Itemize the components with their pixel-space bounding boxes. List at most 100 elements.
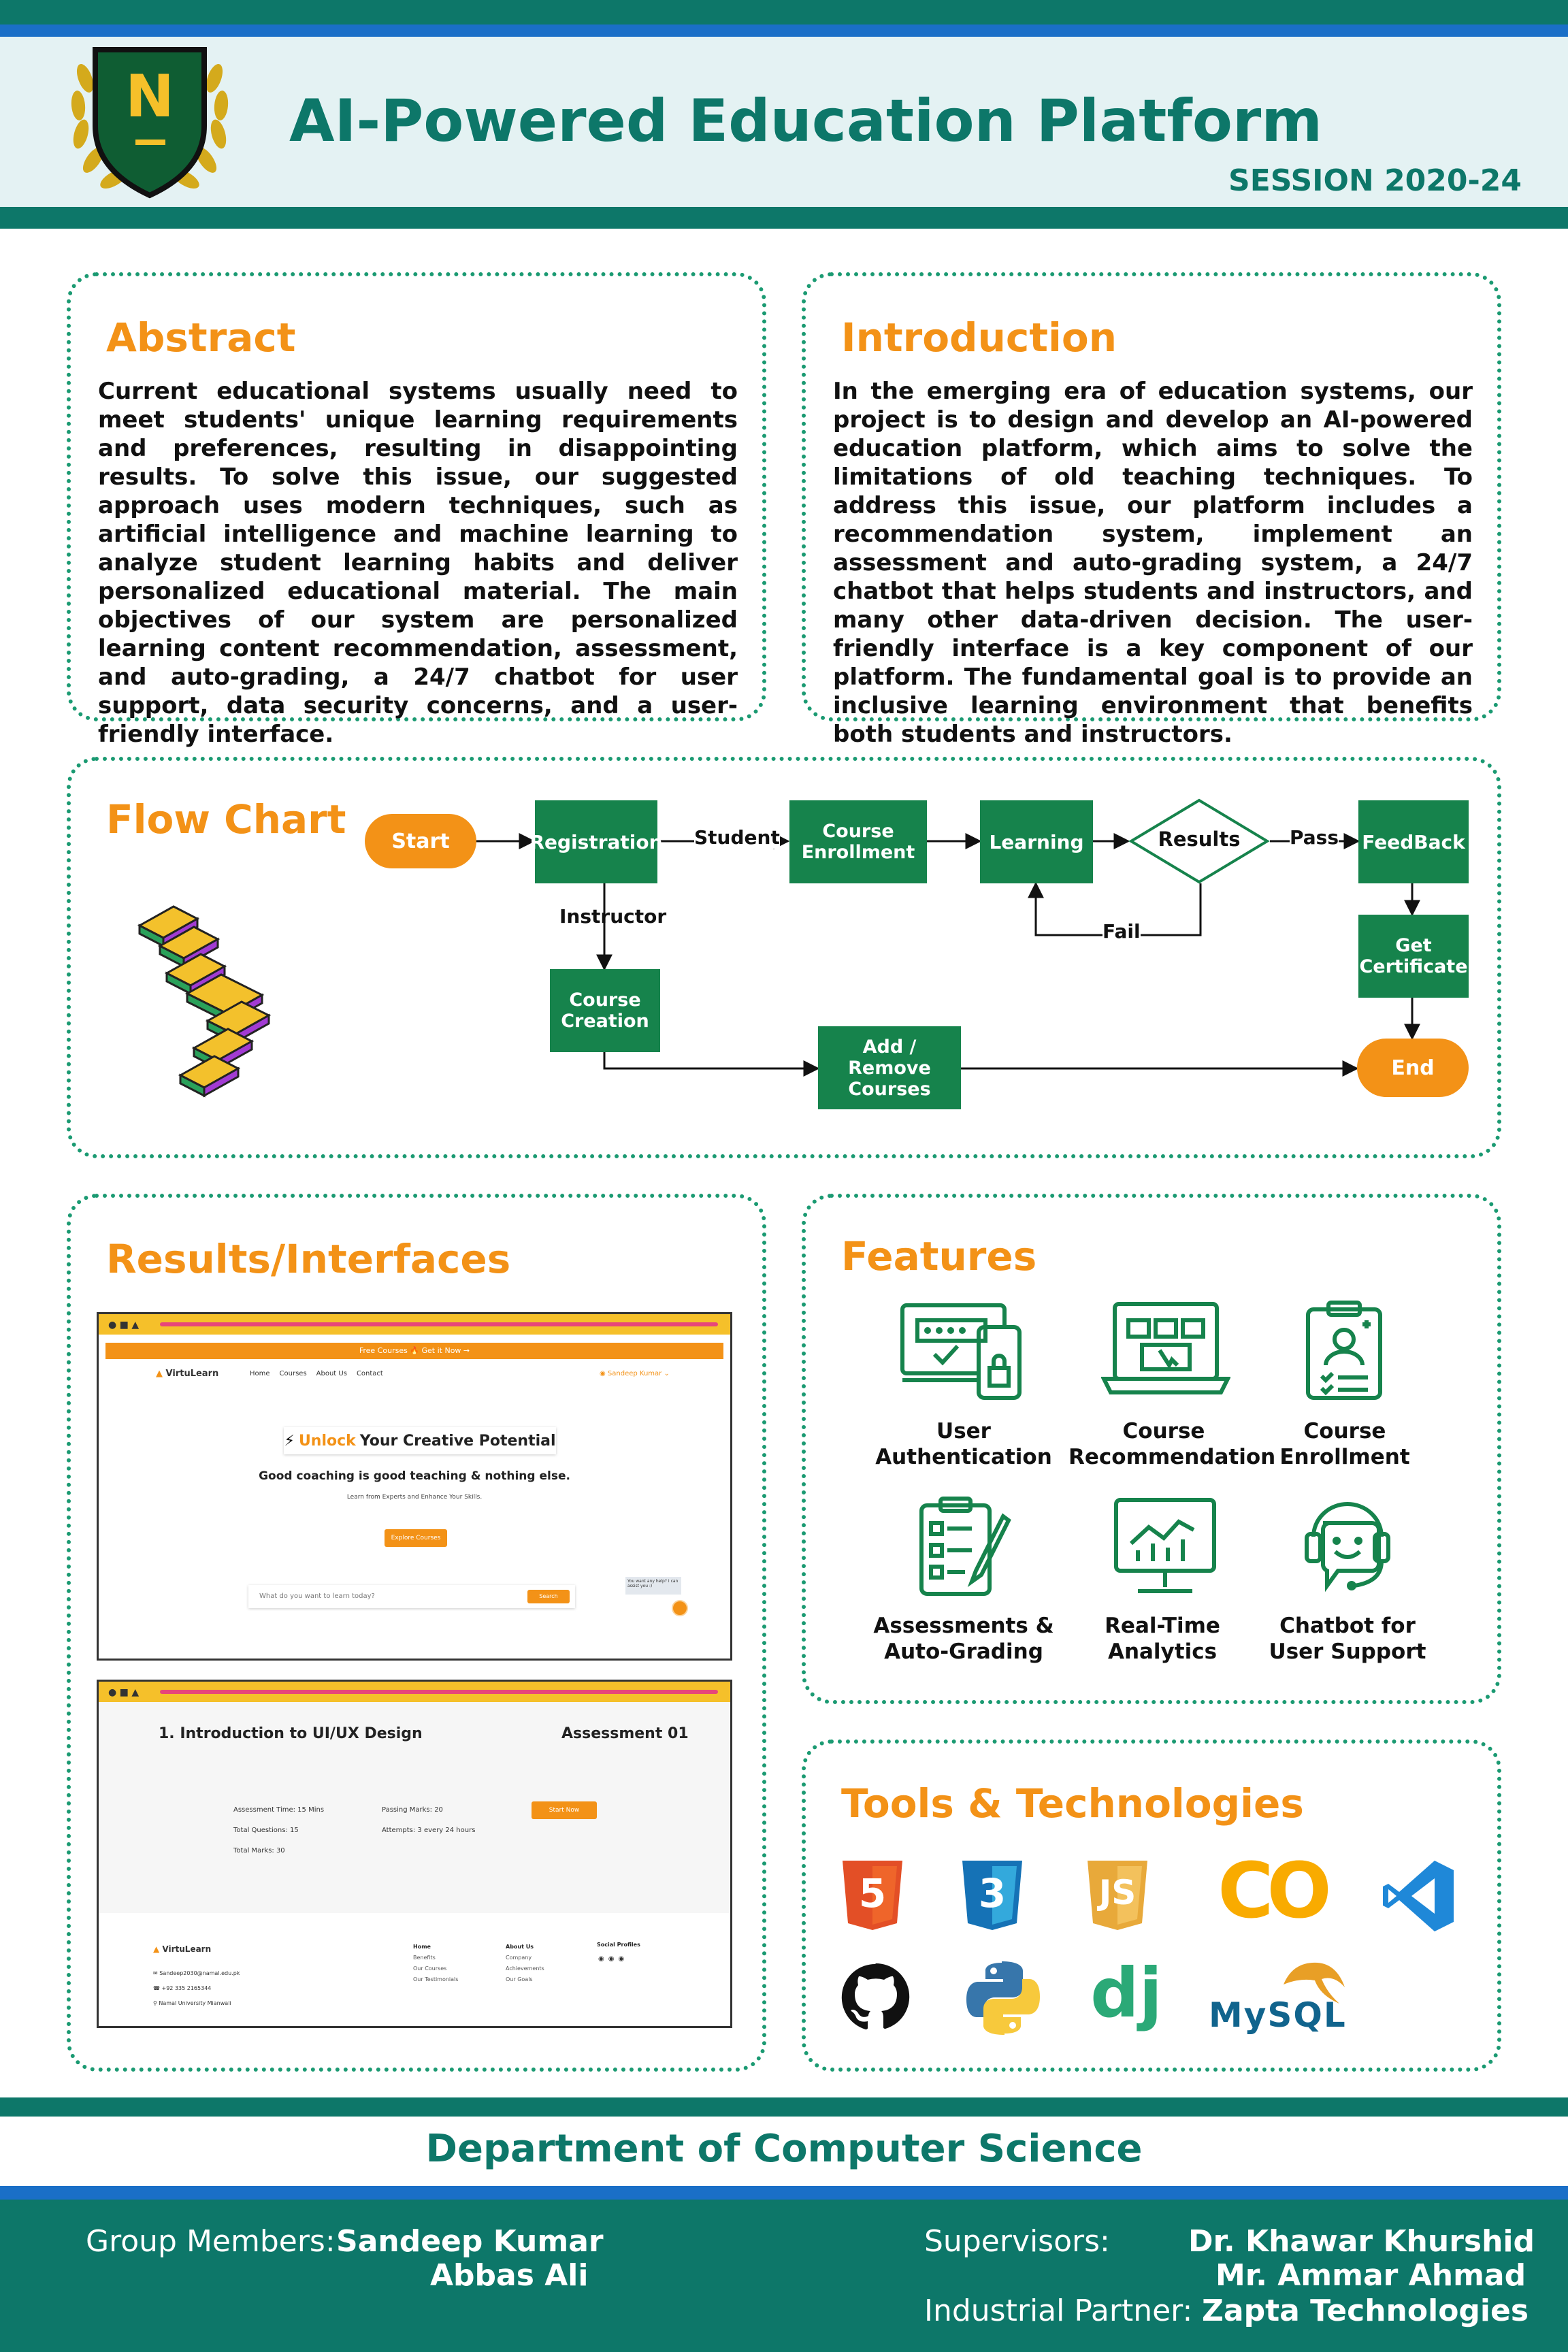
vscode-icon	[1383, 1861, 1454, 1931]
results-heading: Results/Interfaces	[99, 1233, 510, 1286]
supervisor-1: Dr. Khawar Khurshid	[1188, 2224, 1535, 2259]
flow-course-creation-node: Course Creation	[550, 969, 660, 1052]
flow-feedback-node: FeedBack	[1358, 800, 1469, 883]
user-menu[interactable]: ◉ Sandeep Kumar ⌄	[600, 1370, 670, 1377]
edge-pass-label: Pass	[1290, 826, 1339, 849]
supervisor-2: Mr. Ammar Ahmad	[1215, 2258, 1526, 2293]
colab-icon: CO	[1218, 1847, 1331, 1936]
course-enrollment-icon	[1306, 1301, 1382, 1400]
start-now-button[interactable]: Start Now	[532, 1801, 597, 1819]
footer-background	[0, 2200, 1568, 2352]
hero-subtitle: Good coaching is good teaching & nothing…	[259, 1469, 570, 1483]
footer-contact: ✉ Sandeep2030@namal.edu.pk☎ +92 335 2165…	[153, 1970, 240, 2006]
virtulearn-logo: ▲ VirtuLearn	[156, 1369, 219, 1379]
flow-registration-node: Registration	[529, 800, 663, 883]
footer-top-stripe	[0, 2097, 1568, 2117]
top-blue-stripe	[0, 24, 1568, 37]
social-icons[interactable]: ◉◉◉	[598, 1955, 629, 1963]
feature-label-chatbot: Chatbot for User Support	[1269, 1614, 1426, 1664]
footer-blue-stripe	[0, 2186, 1568, 2200]
feature-label-assessment: Assessments & Auto-Grading	[873, 1614, 1054, 1664]
css3-label: 3	[978, 1870, 1007, 1916]
edge-student-label: Student	[694, 826, 780, 849]
promo-banner[interactable]: Free Courses 🔥 Get it Now →	[105, 1343, 723, 1359]
course-recommendation-icon	[1101, 1302, 1230, 1394]
assessment-icon	[919, 1497, 1011, 1596]
feature-label-recommendation: Course Recommendation	[1068, 1419, 1276, 1469]
introduction-body: In the emerging era of education systems…	[833, 378, 1473, 748]
nav-courses[interactable]: Courses	[279, 1370, 307, 1377]
homepage-screenshot: ● ■ ▲ Free Courses 🔥 Get it Now → ▲ Virt…	[97, 1312, 732, 1661]
analytics-icon	[1114, 1498, 1216, 1593]
department-name: Department of Computer Science	[425, 2127, 1143, 2171]
staircase-illustration-icon	[137, 905, 272, 1098]
flow-results-diamond	[1128, 798, 1270, 884]
edge-instructor-label: Instructor	[559, 905, 667, 928]
member-1: Sandeep Kumar	[336, 2224, 604, 2259]
flow-end-node: End	[1357, 1039, 1469, 1097]
mysql-icon: MySQL	[1209, 1995, 1347, 2035]
mysql-dolphin-icon	[1284, 1962, 1345, 2004]
django-icon: dj	[1090, 1953, 1162, 2033]
flow-learning-node: Learning	[980, 800, 1093, 883]
course-title: 1. Introduction to UI/UX Design	[159, 1725, 423, 1742]
group-members-label: Group Members:	[86, 2224, 336, 2259]
feature-label-enrollment: Course Enrollment	[1279, 1419, 1410, 1469]
flow-start-node: Start	[365, 814, 476, 868]
flow-add-remove-node: Add / Remove Courses	[818, 1026, 961, 1109]
search-input[interactable]: What do you want to learn today?	[248, 1585, 575, 1608]
python-icon	[966, 1961, 1040, 2035]
features-panel: Features	[802, 1194, 1501, 1704]
university-crest-icon	[71, 47, 229, 199]
member-2: Abbas Ali	[430, 2258, 589, 2293]
flowchart-heading: Flow Chart	[99, 794, 346, 847]
flow-course-enrollment-node: Course Enrollment	[789, 800, 927, 883]
nav-home[interactable]: Home	[250, 1370, 270, 1377]
header-bottom-stripe	[0, 207, 1568, 229]
assessment-screenshot: ● ■ ▲ 1. Introduction to UI/UX Design As…	[97, 1680, 732, 2028]
abstract-body: Current educational systems usually need…	[98, 378, 738, 748]
search-button[interactable]: Search	[527, 1590, 570, 1603]
header-background	[0, 37, 1568, 207]
js-label: JS	[1098, 1873, 1137, 1912]
results-panel: Results/Interfaces	[67, 1194, 766, 2072]
browser-controls-icon: ● ■ ▲	[108, 1320, 140, 1330]
industrial-partner-label: Industrial Partner:	[924, 2293, 1193, 2328]
flow-get-certificate-node: Get Certificate	[1358, 915, 1469, 998]
abstract-heading: Abstract	[99, 312, 296, 365]
flowchart-panel: Flow Chart	[67, 757, 1501, 1158]
top-stripe	[0, 0, 1568, 24]
nav-about[interactable]: About Us	[316, 1370, 347, 1377]
html5-label: 5	[858, 1870, 887, 1916]
supervisors-label: Supervisors:	[924, 2224, 1110, 2259]
feature-label-auth: User Authentication	[875, 1419, 1052, 1469]
css3-icon	[962, 1861, 1022, 1930]
poster-title: AI-Powered Education Platform	[289, 87, 1322, 155]
browser-controls-icon-2: ● ■ ▲	[108, 1687, 140, 1698]
assessment-title: Assessment 01	[561, 1725, 689, 1742]
flow-results-label: Results	[1158, 828, 1241, 851]
mock-nav: Home Courses About Us Contact	[250, 1370, 383, 1377]
explore-courses-button[interactable]: Explore Courses	[385, 1529, 447, 1547]
github-icon	[841, 1963, 910, 2029]
hero-small-text: Learn from Experts and Enhance Your Skil…	[346, 1494, 483, 1501]
html5-icon	[843, 1861, 902, 1930]
abstract-panel: Abstract Current educational systems usu…	[67, 272, 766, 748]
crest-letter: N	[125, 63, 174, 131]
introduction-panel: Introduction In the emerging era of educ…	[802, 272, 1501, 748]
footer-logo: ▲ VirtuLearn	[153, 1944, 212, 1954]
feature-label-analytics: Real-Time Analytics	[1105, 1614, 1220, 1664]
features-heading: Features	[834, 1230, 1036, 1284]
nav-contact[interactable]: Contact	[356, 1370, 383, 1377]
user-authentication-icon	[900, 1303, 1022, 1400]
chatbot-icon	[1305, 1502, 1390, 1592]
js-icon	[1088, 1861, 1147, 1930]
session-label: SESSION 2020-24	[1228, 163, 1522, 198]
chatbot-avatar-icon[interactable]	[672, 1600, 688, 1616]
